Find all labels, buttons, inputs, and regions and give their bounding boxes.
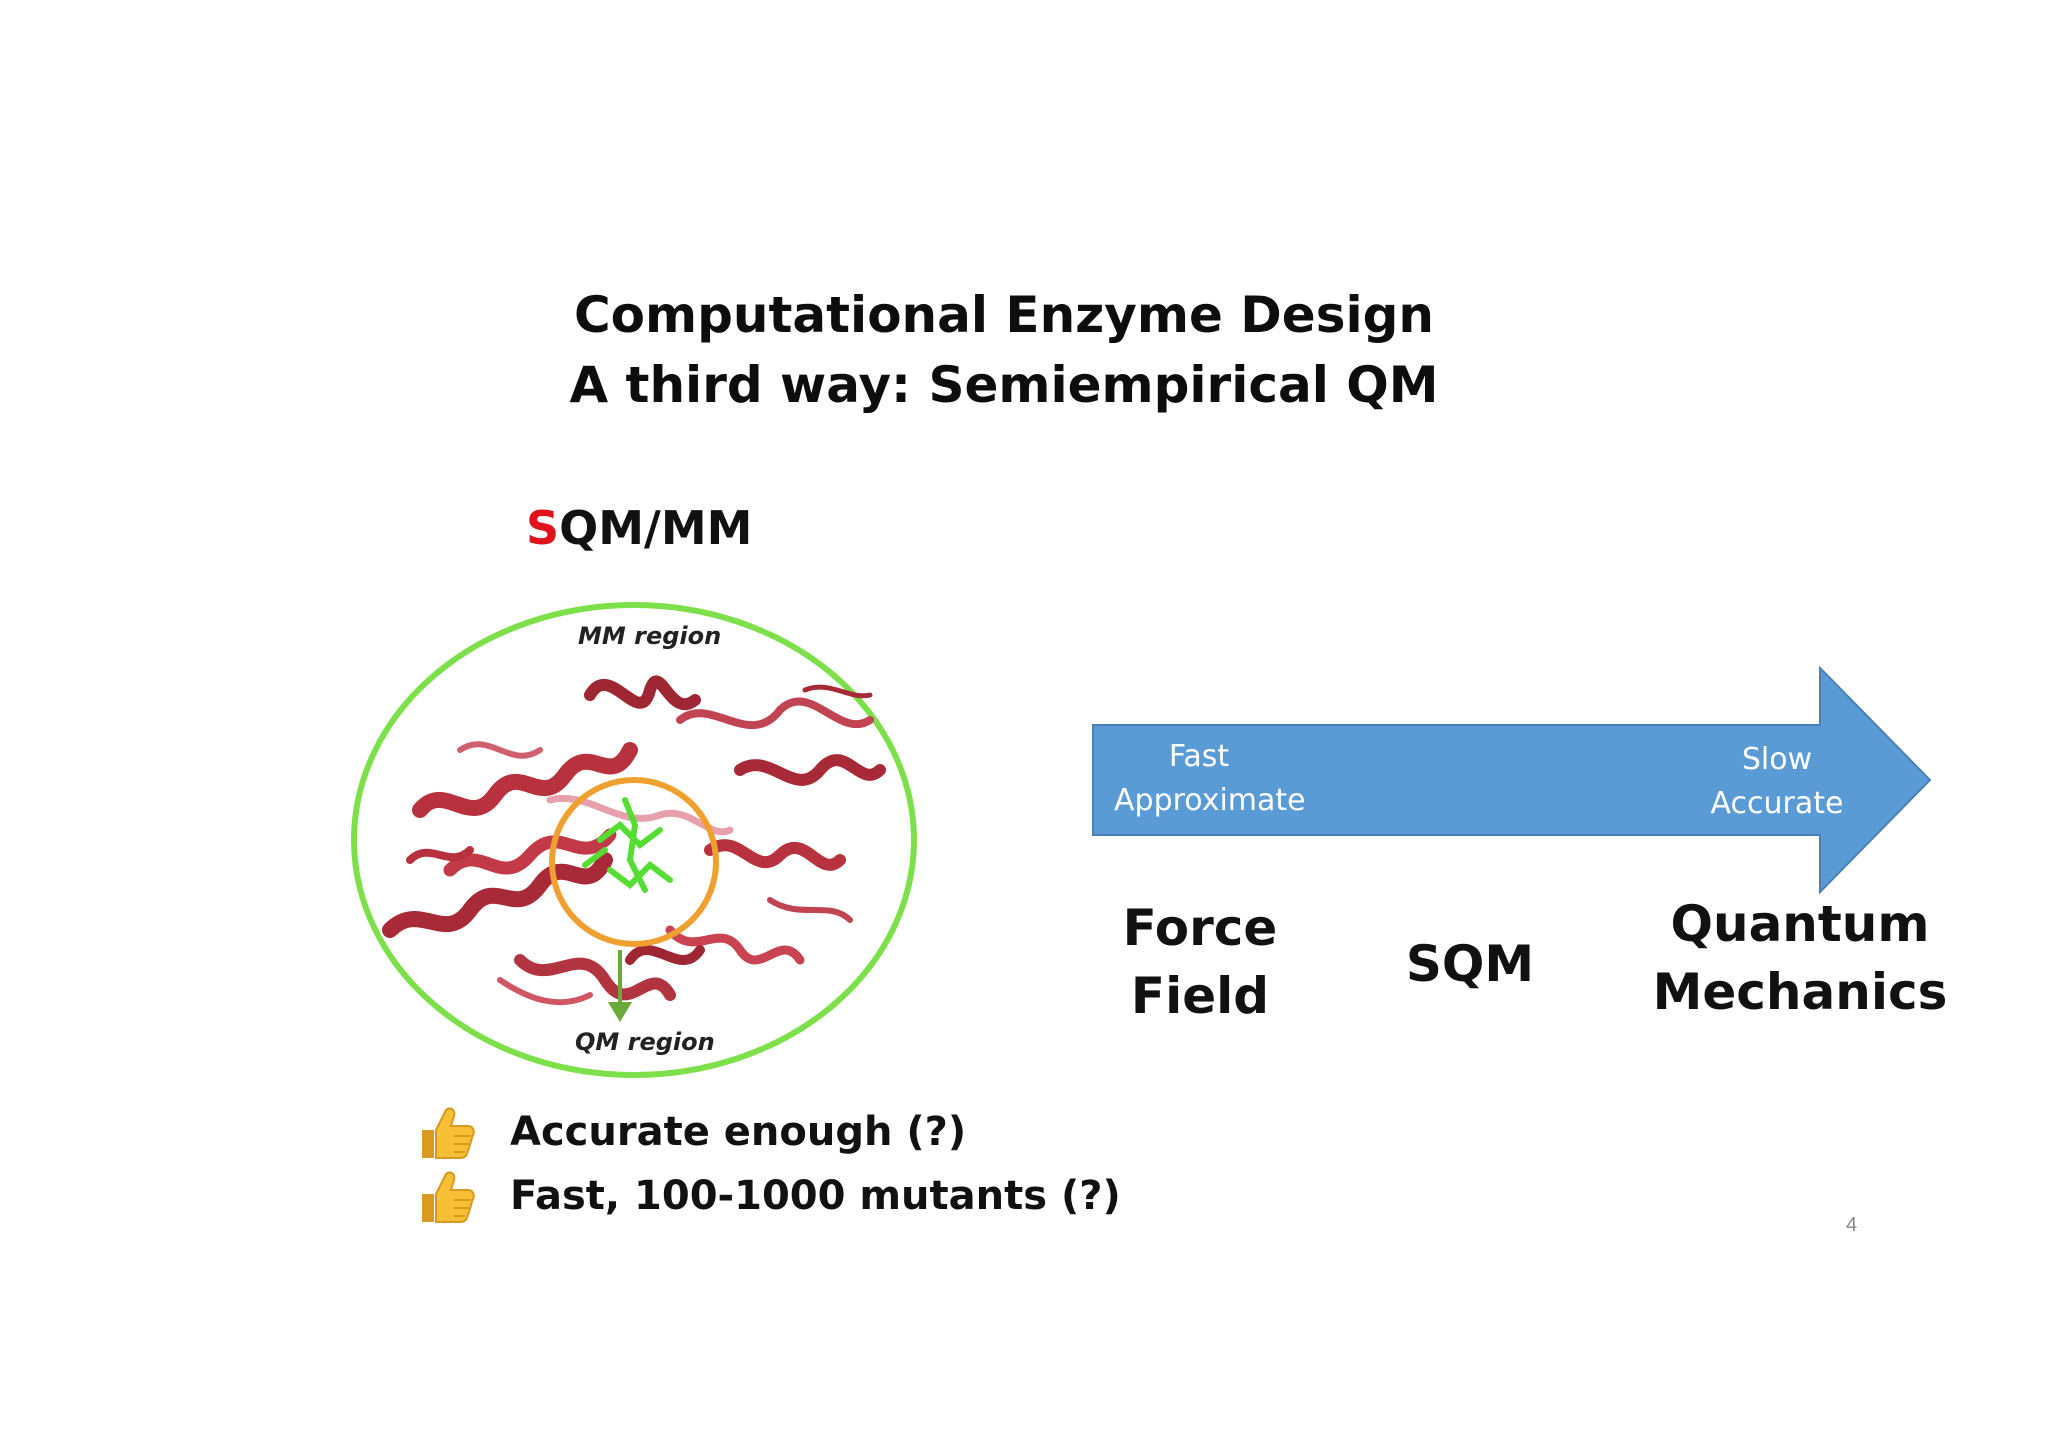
force-field-label: Force Field xyxy=(1110,894,1290,1030)
qm-region-circle xyxy=(549,777,719,947)
bullet-list: Accurate enough (?) Fast, 100-1000 mutan… xyxy=(416,1100,1121,1228)
ligand-structure xyxy=(582,797,673,893)
sqm-label: SQM xyxy=(1405,935,1535,993)
bullet-text: Fast, 100-1000 mutants (?) xyxy=(510,1173,1121,1219)
quantum-mechanics-line-2: Mechanics xyxy=(1652,963,1948,1021)
quantum-mechanics-line-1: Quantum xyxy=(1670,895,1930,953)
arrow-shape xyxy=(1092,665,1932,895)
thumbs-up-icon xyxy=(422,1107,475,1159)
page-number: 4 xyxy=(1846,1214,1858,1236)
arrow-left-line-2: Approximate xyxy=(1114,783,1306,818)
arrow-left-line-1: Fast xyxy=(1168,739,1230,774)
bullet-item: Accurate enough (?) xyxy=(416,1100,1121,1164)
mm-region-ellipse xyxy=(351,602,917,1078)
slide-title-line-1: Computational Enzyme Design xyxy=(573,286,1434,344)
arrow-left-label: Fast Approximate xyxy=(1114,735,1306,823)
thumbs-up-icon xyxy=(422,1171,475,1223)
protein-ribbons xyxy=(382,675,886,1006)
arrow-right-line-2: Accurate xyxy=(1710,786,1844,821)
method-heading-rest: QM/MM xyxy=(559,501,753,555)
bullet-item: Fast, 100-1000 mutants (?) xyxy=(416,1164,1121,1228)
mm-region-label: MM region xyxy=(578,622,722,650)
protein-structure-illustration xyxy=(351,602,917,1078)
force-field-line-2: Field xyxy=(1130,967,1270,1025)
speed-accuracy-arrow: Fast Approximate Slow Accurate xyxy=(1090,665,1940,895)
bullet-text: Accurate enough (?) xyxy=(510,1109,967,1155)
qm-region-label: QM region xyxy=(575,1028,715,1056)
arrow-right-label: Slow Accurate xyxy=(1702,738,1852,826)
quantum-mechanics-label: Quantum Mechanics xyxy=(1650,890,1950,1026)
slide-title-line-2: A third way: Semiempirical QM xyxy=(569,356,1439,414)
force-field-line-1: Force xyxy=(1122,899,1278,957)
qm-pointer-arrowhead xyxy=(608,1002,632,1022)
method-heading: SQM/MM xyxy=(526,498,752,558)
qmmm-figure: MM region QM region xyxy=(350,600,920,1080)
method-heading-prefix: S xyxy=(526,501,560,555)
arrow-right-line-1: Slow xyxy=(1741,742,1813,777)
